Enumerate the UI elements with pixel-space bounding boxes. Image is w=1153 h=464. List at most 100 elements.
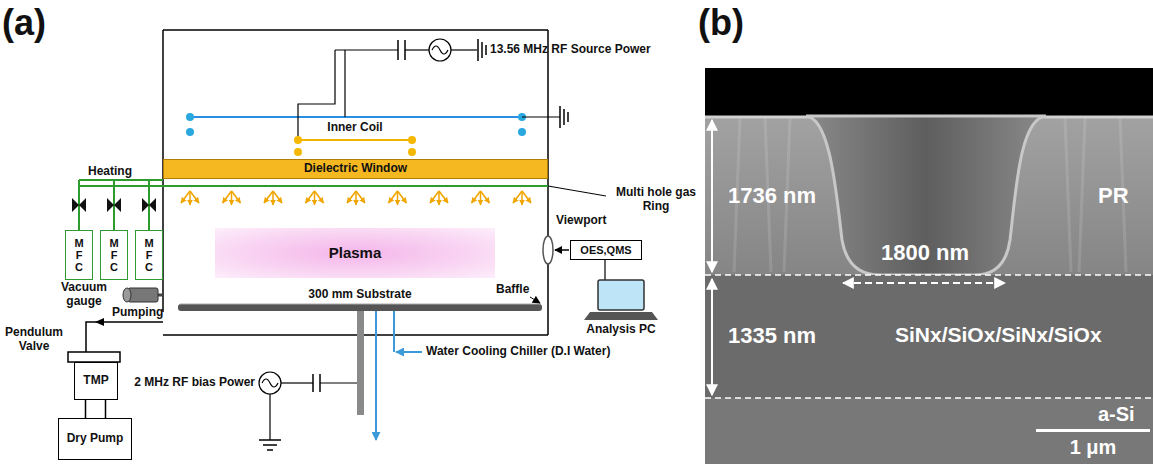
vacuum-gauge (128, 288, 158, 302)
node-label: Plasma (329, 244, 382, 261)
mfc-box: MFC (65, 230, 93, 280)
gas-flow-arrow (315, 191, 324, 203)
leader-line (530, 297, 540, 303)
analyzer-box: OES,QMS (570, 240, 642, 260)
part-label: Heating (88, 165, 132, 179)
stage-stem (357, 310, 364, 415)
sem-background (705, 68, 1153, 116)
gas-flow-arrow (439, 191, 448, 203)
dimension-arrow (843, 282, 1005, 284)
part-label: (a) (2, 2, 46, 43)
node-label: MFC (144, 237, 155, 273)
signal-arrow (555, 249, 569, 251)
chamber-wall (163, 334, 548, 336)
gas-flow-arrow (223, 191, 232, 203)
gas-flow-arrow (189, 191, 191, 205)
laptop-base (584, 312, 658, 320)
chamber-wall (163, 29, 548, 31)
ground-symbol (567, 112, 569, 122)
node-label: TMP (83, 374, 108, 388)
ground-symbol (263, 444, 277, 446)
part-label: Analysis PC (586, 323, 655, 337)
substrate-edge (180, 304, 540, 305)
layer-boundary (705, 397, 1153, 399)
rf-wire (451, 49, 477, 50)
gas-flow-arrow (522, 191, 531, 203)
water-line (375, 311, 377, 440)
photoresist-layer (705, 116, 1153, 275)
mfc-box: MFC (100, 230, 128, 280)
vacuum-gauge (123, 288, 131, 302)
gauge-port (158, 294, 163, 297)
part-label: 13.56 MHz RF Source Power (490, 43, 651, 57)
valve-symbol (72, 198, 86, 212)
leader-line (548, 186, 606, 196)
pump-box: Dry Pump (58, 418, 132, 460)
gas-flow-arrow (306, 191, 315, 203)
water-line (393, 311, 395, 352)
coil-turn (294, 136, 302, 144)
gas-flow-arrow (472, 191, 481, 203)
a-si-layer (705, 398, 1153, 464)
cable-line (604, 260, 605, 280)
valve-symbol (142, 198, 156, 212)
ground-symbol (267, 449, 273, 451)
node-label: MFC (74, 237, 85, 273)
ground-wire (522, 116, 560, 117)
coil-turn (408, 136, 416, 144)
gas-flow-arrow (314, 191, 316, 205)
gas-flow-arrow (438, 191, 440, 205)
substrate (178, 304, 542, 311)
rf-source-symbol (429, 39, 451, 61)
gas-flow-arrow (480, 191, 482, 205)
dielectric-stack (705, 275, 1153, 398)
gas-flow-arrow (190, 191, 199, 203)
part-label: Inner Coil (327, 121, 382, 135)
coil-turn (294, 148, 302, 156)
heating-line (79, 179, 163, 181)
plasma-region: Plasma (215, 228, 495, 278)
sine-symbol (432, 46, 448, 54)
viewport-window (543, 236, 553, 264)
gas-flow-arrow (398, 191, 407, 203)
capacitor-plate (397, 40, 399, 60)
part-label: Viewport (556, 214, 606, 228)
part-label: Vacuum gauge (54, 281, 114, 309)
gas-flow-arrow (389, 191, 398, 203)
inner-coil (298, 139, 412, 141)
dielectric-window: Dielectric Window (163, 159, 548, 179)
scale-bar (1036, 429, 1150, 432)
ground-symbol (259, 439, 281, 441)
chamber-wall (547, 30, 549, 335)
gas-flow-arrow (355, 191, 357, 205)
water-line (396, 351, 422, 353)
bias-wire (320, 382, 357, 383)
pump-box: TMP (74, 362, 118, 400)
gas-flow-arrow (273, 191, 282, 203)
ground-symbol (477, 39, 479, 61)
coil-turn (186, 113, 194, 121)
outer-coil (190, 116, 522, 118)
sem-texture (1065, 118, 1071, 272)
mfc-box: MFC (135, 230, 163, 280)
coil-turn (408, 148, 416, 156)
sem-annotation: 1736 nm (728, 183, 816, 208)
gas-flow-arrow (356, 191, 365, 203)
sem-texture (1079, 118, 1085, 272)
rf-wire (405, 49, 429, 50)
part-label: (b) (698, 2, 744, 43)
part-label: Pendulum Valve (2, 326, 66, 354)
part-label: 2 MHz RF bias Power (134, 376, 255, 390)
gas-flow-arrow (231, 191, 233, 205)
pumping-line (86, 322, 163, 352)
coil-turn (518, 128, 526, 136)
sem-annotation: SiNx/SiOx/SiNx/SiOx (895, 323, 1102, 347)
flow-arrowhead (95, 318, 104, 326)
bias-wire (281, 382, 313, 383)
gas-flow-arrow (430, 191, 439, 203)
sem-annotation: a-Si (1098, 403, 1135, 426)
